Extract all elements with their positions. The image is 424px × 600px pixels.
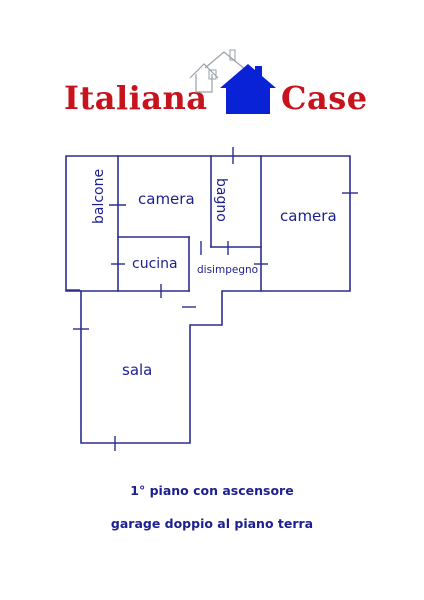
room-label-sala: sala	[122, 361, 153, 379]
caption-garage: garage doppio al piano terra	[110, 516, 314, 531]
room-label-cucina: cucina	[132, 256, 178, 272]
caption-floor: 1° piano con ascensore	[130, 483, 294, 498]
logo-text-left: Italiana	[64, 79, 208, 117]
room-label-camera: camera	[138, 190, 195, 208]
room-label-balcone: balcone	[91, 168, 107, 224]
room-label-disimpegno: disimpegno	[197, 264, 259, 276]
room-label-bagno: bagno	[213, 178, 229, 222]
house-icon	[189, 49, 276, 114]
logo-text-right: Case	[281, 79, 368, 117]
outer-wall	[65, 155, 351, 444]
logo: Italiana Case	[0, 0, 424, 130]
room-label-camera: camera	[280, 207, 337, 225]
